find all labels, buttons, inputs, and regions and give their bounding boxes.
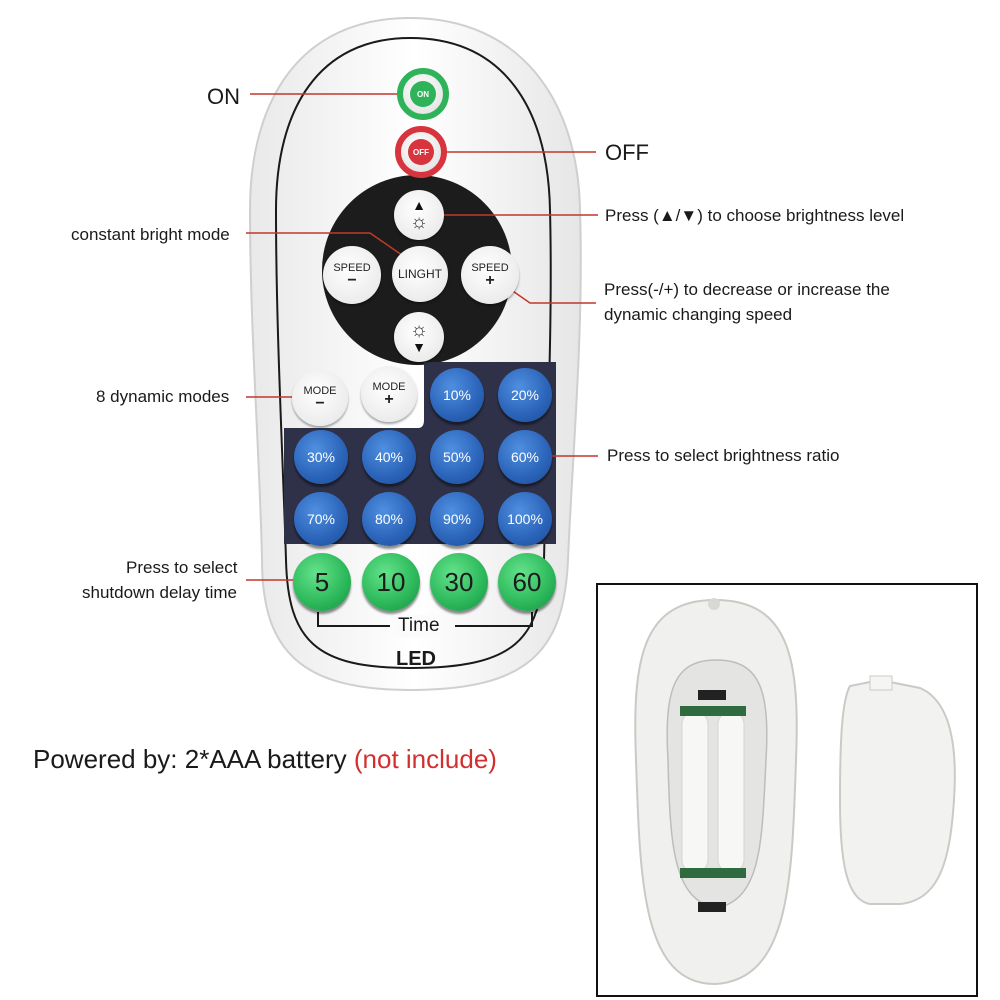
triangle-up-icon: ▲ [412,197,426,213]
annotation-on: ON [207,84,240,109]
annotation-speed-line2: dynamic changing speed [604,305,793,324]
sun-icon: ☼ [409,319,429,341]
annotation-brightness-ratio: Press to select brightness ratio [607,446,840,465]
brightness-10-button[interactable]: 10% [430,368,484,422]
speed-plus-button[interactable]: SPEED + [461,246,519,304]
brightness-60-button[interactable]: 60% [498,430,552,484]
timer-5-button[interactable]: 5 [293,553,351,611]
battery-cover [838,678,956,905]
annotation-speed-line1: Press(-/+) to decrease or increase the [604,280,890,299]
led-label: LED [396,648,436,670]
timer-30-button[interactable]: 30 [430,553,488,611]
power-icon: ON [410,81,436,107]
annotation-off: OFF [605,140,649,165]
brightness-20-button[interactable]: 20% [498,368,552,422]
brightness-30-button[interactable]: 30% [294,430,348,484]
led-window [708,598,720,610]
powered-by-note: (not include) [353,744,497,774]
timer-10-button[interactable]: 10 [362,553,420,611]
annotation-shutdown-line2: shutdown delay time [82,583,237,602]
brightness-50-button[interactable]: 50% [430,430,484,484]
light-button[interactable]: LINGHT [392,246,448,302]
annotation-brightness-level: Press (▲/▼) to choose brightness level [605,206,905,225]
power-icon: OFF [408,139,434,165]
contact-black-bottom [698,902,726,912]
mode-minus-button[interactable]: MODE − [292,370,348,426]
keypad-panel [284,362,556,544]
annotation-shutdown-line1: Press to select [126,558,238,577]
brightness-80-button[interactable]: 80% [362,492,416,546]
brightness-down-button[interactable]: ☼ ▼ [394,312,444,362]
annotation-constant-bright: constant bright mode [71,225,230,244]
time-label: Time [394,615,444,637]
contact-top [680,706,746,716]
powered-by-text: Powered by: 2*AAA battery (not include) [33,744,497,775]
contact-black-top [698,690,726,700]
brightness-100-button[interactable]: 100% [498,492,552,546]
time-bracket [317,612,533,627]
brightness-40-button[interactable]: 40% [362,430,416,484]
sun-icon: ☼ [409,211,429,233]
battery-right [717,711,745,873]
powered-by-prefix: Powered by: 2*AAA battery [33,744,347,774]
remote-inner-border [274,36,552,670]
brightness-70-button[interactable]: 70% [294,492,348,546]
mode-plus-button[interactable]: MODE + [361,366,417,422]
power-off-button[interactable]: OFF [395,126,447,178]
brightness-up-button[interactable]: ▲ ☼ [394,190,444,240]
brightness-90-button[interactable]: 90% [430,492,484,546]
battery-left [681,711,709,873]
annotation-dynamic-modes: 8 dynamic modes [96,387,230,406]
triangle-down-icon: ▼ [412,339,426,355]
power-on-button[interactable]: ON [397,68,449,120]
battery-cover-tab [869,675,893,691]
contact-bottom [680,868,746,878]
speed-minus-button[interactable]: SPEED − [323,246,381,304]
timer-60-button[interactable]: 60 [498,553,556,611]
